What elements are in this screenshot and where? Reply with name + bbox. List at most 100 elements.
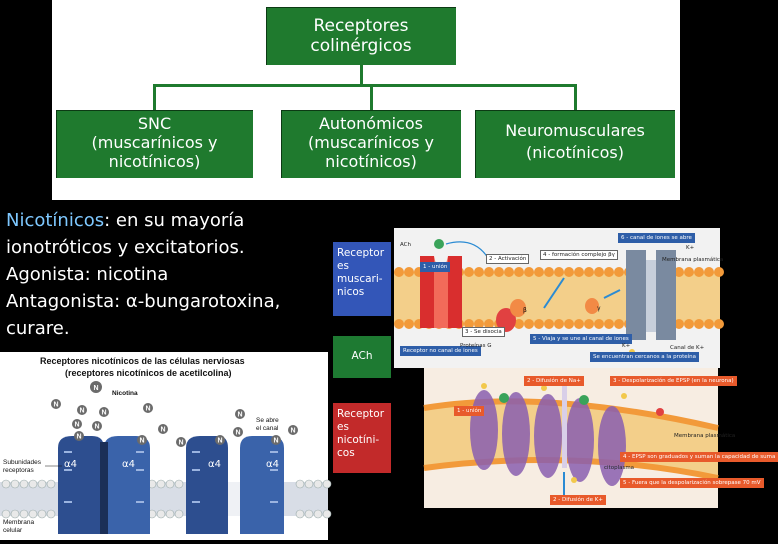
connector-snc — [153, 84, 156, 110]
rn-line-4: cos — [337, 447, 355, 459]
child-box-neuromusculares: Neuromusculares (nicotínicos) — [475, 110, 675, 178]
receptor-open — [186, 436, 284, 534]
musc-canal-k: Canal de K+ — [670, 345, 705, 351]
nic-membrana-label: Membrana plasmática — [674, 433, 736, 439]
nic-citoplasma: citoplasma — [604, 465, 635, 471]
nicotine-molecule: N — [145, 406, 150, 413]
rn-line-2: es — [337, 421, 349, 433]
text-line-5: curare. — [6, 318, 70, 339]
connector-neuromusculares — [574, 84, 577, 110]
nic-step-epsp: 4 - EPSP son graduados y suman la capaci… — [620, 452, 778, 462]
muscarinic-illustration: β γ — [394, 237, 724, 355]
snc-line-1: SNC — [137, 114, 172, 133]
nicotine-molecule: N — [290, 428, 295, 435]
nm-line-2: (nicotínicos) — [526, 143, 624, 162]
auto-line-2: (muscarínicos y — [308, 133, 434, 152]
connector-autonomicos — [370, 84, 373, 110]
gamma-symbol: γ — [597, 305, 601, 312]
rn-line-1: Receptor — [337, 408, 385, 420]
nic-step-fuera: 5 - Fuera que la despolarización sobrepa… — [620, 478, 764, 488]
nicotinic-receptor-figure: Receptores nicotínicos de las células ne… — [0, 352, 332, 540]
receptor-hierarchy-diagram: Receptores colinérgicos SNC (muscarínico… — [52, 0, 680, 200]
musc-ach-label: ACh — [400, 242, 411, 248]
child-box-autonomicos: Autonómicos (muscarínicos y nicotínicos) — [281, 110, 461, 178]
text-line-3: Agonista: nicotina — [6, 264, 169, 285]
rm-line-2: es — [337, 260, 349, 272]
nicotine-molecule: N — [217, 438, 222, 445]
nicotine-molecule: N — [74, 422, 79, 429]
musc-kplus-bottom: K+ — [622, 343, 631, 349]
nicotine-molecule: N — [273, 438, 278, 445]
nicotine-molecule: N — [160, 427, 165, 434]
musc-encuentran: Se encuentran cercanos a la proteína — [590, 352, 699, 362]
rm-line-4: nicos — [337, 286, 365, 298]
musc-kplus-top: K+ — [686, 245, 695, 251]
alpha4-label-3: α4 — [208, 459, 221, 470]
ach-label: ACh — [351, 350, 373, 362]
beta-symbol: β — [523, 307, 527, 314]
musc-step-union: 1 - unión — [420, 262, 451, 272]
text-line-4: Antagonista: α-bungarotoxina, — [6, 291, 281, 312]
nic-step-despol: 3 - Despolarización de EPSP (en la neuro… — [610, 376, 737, 386]
subunidades-label-1: Subunidades — [3, 459, 42, 466]
membrana-label-2: celular — [3, 527, 23, 534]
musc-step-disocia: 3 - Se disocia — [462, 327, 505, 337]
nicotinicos-highlight: Nicotínicos — [6, 210, 105, 231]
ach-box: ACh — [333, 336, 391, 378]
rm-line-1: Receptor — [337, 247, 385, 259]
snc-line-2: (muscarínicos y — [91, 133, 218, 152]
auto-line-1: Autonómicos — [318, 114, 424, 133]
receptor-muscarinico-box: Receptor es muscari- nicos — [333, 242, 391, 316]
musc-step-canal: 6 - canal de iones se abre — [618, 233, 695, 243]
nicotine-molecule: N — [94, 424, 99, 431]
nicotine-molecule: N — [101, 410, 106, 417]
nicotine-molecule: N — [53, 402, 58, 409]
nicotinic-receptor-illustration: Receptores nicotínicos de las células ne… — [0, 356, 332, 534]
nic-step-difusion-k: 2 - Difusión de K+ — [550, 495, 606, 505]
root-line-1: Receptores — [313, 16, 409, 36]
musc-step-viaja: 5 - Viaja y se une al canal de iones — [530, 334, 632, 344]
nicotina-label: Nicotina — [112, 390, 138, 397]
subunidades-label-2: receptoras — [3, 467, 34, 474]
nicotine-molecule: N — [79, 408, 84, 415]
snc-line-3: nicotínicos) — [108, 152, 201, 171]
connector-vertical-root — [360, 65, 363, 85]
alpha4-label-2: α4 — [122, 459, 135, 470]
rn-line-3: nicotíni- — [337, 434, 380, 446]
connector-horizontal — [153, 84, 575, 87]
fig-left-title-2: (receptores nicotínicos de acetilcolina) — [65, 368, 232, 378]
auto-line-3: nicotínicos) — [325, 152, 417, 171]
nicotine-molecules: N N N N N N N N N N N N N N N N — [51, 381, 298, 447]
nicotine-molecule: N — [237, 412, 242, 419]
rm-line-3: muscari- — [337, 273, 383, 285]
alpha4-label-4: α4 — [266, 459, 279, 470]
text-line-1-rest: : en su mayoría — [104, 210, 245, 231]
musc-step-activacion: 2 - Activación — [486, 254, 530, 264]
musc-step-formacion: 4 - formación complejo βγ — [540, 250, 618, 260]
nicotinic-description: Nicotínicos: en su mayoría ionotróticos … — [6, 207, 324, 342]
text-line-1: Nicotínicos: en su mayoría — [6, 207, 324, 234]
nicotine-molecule: N — [178, 440, 183, 447]
nic-step-difusion: 2 - Difusión de Na+ — [524, 376, 584, 386]
muscarinic-mechanism-figure: β γ ACh 1 - unión 2 - Activación 4 - for… — [394, 228, 724, 368]
root-box-receptores-colinergicos: Receptores colinérgicos — [266, 7, 456, 65]
nicotine-molecule: N — [76, 434, 81, 441]
nicotine-molecule: N — [139, 438, 144, 445]
receptor-nicotinico-box: Receptor es nicotíni- cos — [333, 403, 391, 473]
child-box-snc: SNC (muscarínicos y nicotínicos) — [56, 110, 253, 178]
fig-left-title-1: Receptores nicotínicos de las células ne… — [40, 356, 245, 366]
nicotine-molecule: N — [235, 430, 240, 437]
root-line-2: colinérgicos — [310, 36, 412, 56]
receptor-closed — [58, 436, 150, 534]
musc-receptor-no-canal: Receptor no canal de iones — [400, 346, 481, 356]
alpha4-label-1: α4 — [64, 459, 77, 470]
canal-label-2: el canal — [256, 425, 279, 432]
nm-line-1: Neuromusculares — [505, 121, 645, 140]
nicotinic-mechanism-figure: 1 - unión 2 - Difusión de Na+ 3 - Despol… — [423, 368, 778, 508]
text-line-2: ionotróticos y excitatorios. — [6, 237, 245, 258]
canal-label-1: Se abre — [256, 417, 279, 424]
nic-step-union: 1 - unión — [454, 406, 485, 416]
membrana-label-1: Membrana — [3, 519, 34, 526]
musc-proteinas-g: Proteínas G — [460, 343, 492, 349]
musc-membrana-label: Membrana plasmática — [662, 257, 724, 263]
